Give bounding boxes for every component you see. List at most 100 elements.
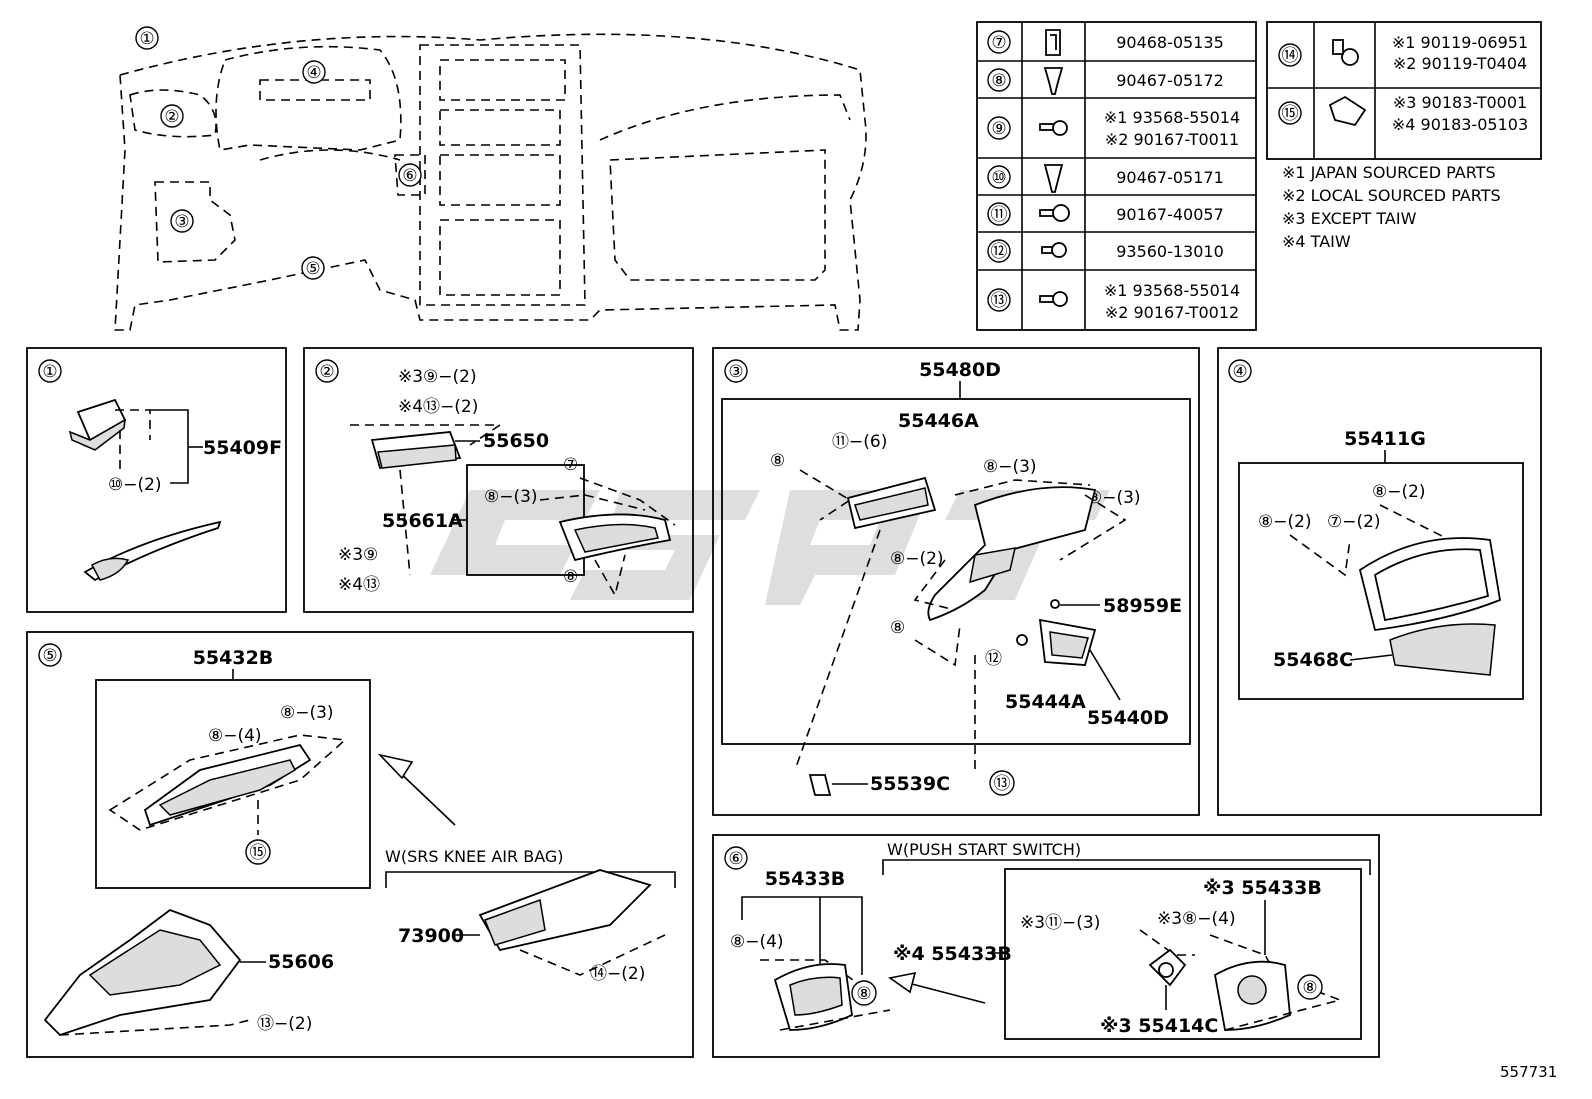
- svg-text:⑤: ⑤: [305, 259, 320, 279]
- svg-text:⑨: ⑨: [991, 119, 1006, 139]
- svg-text:※4 TAIW: ※4 TAIW: [1282, 232, 1351, 251]
- notes: ※1 JAPAN SOURCED PARTS ※2 LOCAL SOURCED …: [1282, 163, 1501, 251]
- svg-text:⑬: ⑬: [994, 774, 1011, 794]
- svg-text:90468-05135: 90468-05135: [1116, 33, 1224, 52]
- svg-text:⑧: ⑧: [856, 984, 871, 1004]
- svg-text:③: ③: [728, 362, 743, 382]
- svg-text:⑧−(4): ⑧−(4): [208, 726, 262, 746]
- svg-text:55446A: 55446A: [898, 410, 979, 432]
- overview-callouts: ① ④ ② ③ ⑥ ⑤: [135, 26, 422, 280]
- svg-text:④: ④: [1232, 362, 1247, 382]
- svg-text:⑦: ⑦: [991, 33, 1006, 53]
- svg-text:⑧: ⑧: [991, 71, 1006, 91]
- svg-text:⑧: ⑧: [770, 451, 785, 471]
- screw-icon: [1039, 291, 1068, 307]
- svg-text:※4 55433B: ※4 55433B: [893, 943, 1012, 965]
- svg-text:※4⑬−(2): ※4⑬−(2): [398, 397, 478, 417]
- svg-text:⑬−(2): ⑬−(2): [257, 1014, 312, 1034]
- svg-text:55661A: 55661A: [382, 510, 463, 532]
- svg-text:⑦: ⑦: [563, 455, 578, 475]
- svg-text:⑪: ⑪: [991, 205, 1008, 225]
- svg-text:⑮: ⑮: [1282, 104, 1299, 124]
- svg-text:※3⑧−(4): ※3⑧−(4): [1157, 909, 1236, 929]
- bolt-icon: [1332, 39, 1359, 66]
- panel-2: ② ※3⑨−(2) ※4⑬−(2) 55650 ⑦ ⑧−(3) 55661A ⑧…: [303, 347, 694, 613]
- screw-icon: [1039, 204, 1070, 222]
- panel-4: ④ 55411G ⑧−(2) ⑧−(2) ⑦−(2) 55468C: [1217, 347, 1542, 816]
- svg-text:⑭−(2): ⑭−(2): [590, 964, 645, 984]
- svg-text:①: ①: [139, 29, 154, 49]
- svg-text:⑧−(3): ⑧−(3): [983, 457, 1037, 477]
- svg-text:⑤: ⑤: [42, 646, 57, 666]
- svg-text:⑮: ⑮: [250, 843, 267, 863]
- svg-text:55444A: 55444A: [1005, 691, 1086, 713]
- svg-text:②: ②: [164, 107, 179, 127]
- svg-text:⑥: ⑥: [402, 166, 417, 186]
- svg-text:55539C: 55539C: [870, 773, 950, 795]
- svg-text:⑧−(3): ⑧−(3): [484, 487, 538, 507]
- svg-text:※3⑪−(3): ※3⑪−(3): [1020, 913, 1100, 933]
- svg-text:※2 90167-T0011: ※2 90167-T0011: [1105, 130, 1239, 149]
- svg-text:※1 JAPAN SOURCED PARTS: ※1 JAPAN SOURCED PARTS: [1282, 163, 1496, 182]
- svg-text:⑧: ⑧: [1302, 978, 1317, 998]
- svg-text:⑩: ⑩: [991, 168, 1006, 188]
- svg-text:⑫: ⑫: [985, 649, 1002, 669]
- svg-text:※4 90183-05103: ※4 90183-05103: [1392, 115, 1528, 134]
- svg-text:※1 93568-55014: ※1 93568-55014: [1104, 108, 1240, 127]
- svg-text:※3 EXCEPT TAIW: ※3 EXCEPT TAIW: [1282, 209, 1417, 228]
- svg-text:90467-05171: 90467-05171: [1116, 168, 1224, 187]
- arrow-icon: [377, 753, 456, 826]
- screw-icon: [1041, 242, 1067, 258]
- svg-text:W(SRS KNEE AIR BAG): W(SRS KNEE AIR BAG): [385, 847, 564, 866]
- svg-text:④: ④: [306, 63, 321, 83]
- svg-text:②: ②: [319, 362, 334, 382]
- svg-text:⑧−(2): ⑧−(2): [1372, 482, 1426, 502]
- svg-text:※4⑬: ※4⑬: [338, 575, 380, 595]
- svg-text:※3 55414C: ※3 55414C: [1100, 1015, 1218, 1037]
- svg-text:55480D: 55480D: [919, 359, 1001, 381]
- panel-5: ⑤ 55432B ⑧−(3) ⑧−(4) ⑮ W(SRS KNEE AIR BA…: [26, 631, 694, 1058]
- svg-text:※3 55433B: ※3 55433B: [1203, 877, 1322, 899]
- svg-text:※3⑨−(2): ※3⑨−(2): [398, 367, 477, 387]
- svg-text:⑧−(2): ⑧−(2): [1258, 512, 1312, 532]
- svg-text:※3⑨: ※3⑨: [338, 545, 378, 565]
- svg-text:W(PUSH START SWITCH): W(PUSH START SWITCH): [887, 840, 1081, 859]
- svg-text:※2 90167-T0012: ※2 90167-T0012: [1105, 303, 1239, 322]
- svg-text:③: ③: [174, 212, 189, 232]
- svg-text:⑦−(2): ⑦−(2): [1327, 512, 1381, 532]
- svg-text:⑧−(3): ⑧−(3): [1087, 488, 1141, 508]
- panel-6: ⑥ W(PUSH START SWITCH) 55433B ⑧−(4) ⑧ ※4…: [712, 834, 1380, 1058]
- svg-text:⑭: ⑭: [1282, 46, 1299, 66]
- svg-text:90467-05172: 90467-05172: [1116, 71, 1224, 90]
- diagram-id: 557731: [1500, 1063, 1557, 1081]
- svg-text:93560-13010: 93560-13010: [1116, 242, 1224, 261]
- svg-text:55433B: 55433B: [765, 868, 846, 890]
- svg-text:⑧: ⑧: [890, 618, 905, 638]
- panel-1: ① 55409F ⑩−(2): [26, 347, 287, 613]
- svg-text:55411G: 55411G: [1344, 428, 1426, 450]
- svg-text:⑩−(2): ⑩−(2): [108, 475, 162, 495]
- svg-text:※1 93568-55014: ※1 93568-55014: [1104, 281, 1240, 300]
- svg-text:⑧−(4): ⑧−(4): [730, 932, 784, 952]
- svg-text:⑫: ⑫: [991, 242, 1008, 262]
- svg-text:55440D: 55440D: [1087, 707, 1169, 729]
- svg-text:※3 90183-T0001: ※3 90183-T0001: [1393, 93, 1527, 112]
- svg-text:※2 90119-T0404: ※2 90119-T0404: [1393, 54, 1527, 73]
- svg-text:⑪−(6): ⑪−(6): [832, 432, 887, 452]
- svg-text:55650: 55650: [483, 430, 549, 452]
- svg-text:⑥: ⑥: [728, 849, 743, 869]
- dashboard-overview: [114, 33, 867, 331]
- panel-3: ③ 55480D 55446A ⑪−(6) ⑧ ⑧−(3) ⑧−(3) ⑧−(2…: [712, 347, 1200, 816]
- fastener-table-2: ⑭ ※1 90119-06951 ※2 90119-T0404 ⑮ ※3 901…: [1266, 21, 1542, 160]
- svg-text:90167-40057: 90167-40057: [1116, 205, 1224, 224]
- svg-text:55468C: 55468C: [1273, 649, 1353, 671]
- svg-text:※2 LOCAL SOURCED PARTS: ※2 LOCAL SOURCED PARTS: [1282, 186, 1501, 205]
- svg-text:55432B: 55432B: [193, 647, 274, 669]
- svg-text:73900: 73900: [398, 925, 464, 947]
- svg-text:⑬: ⑬: [991, 291, 1008, 311]
- svg-text:⑧−(3): ⑧−(3): [280, 703, 334, 723]
- arrow-icon: [888, 971, 986, 1004]
- svg-text:⑧: ⑧: [563, 567, 578, 587]
- screw-icon: [1039, 120, 1068, 136]
